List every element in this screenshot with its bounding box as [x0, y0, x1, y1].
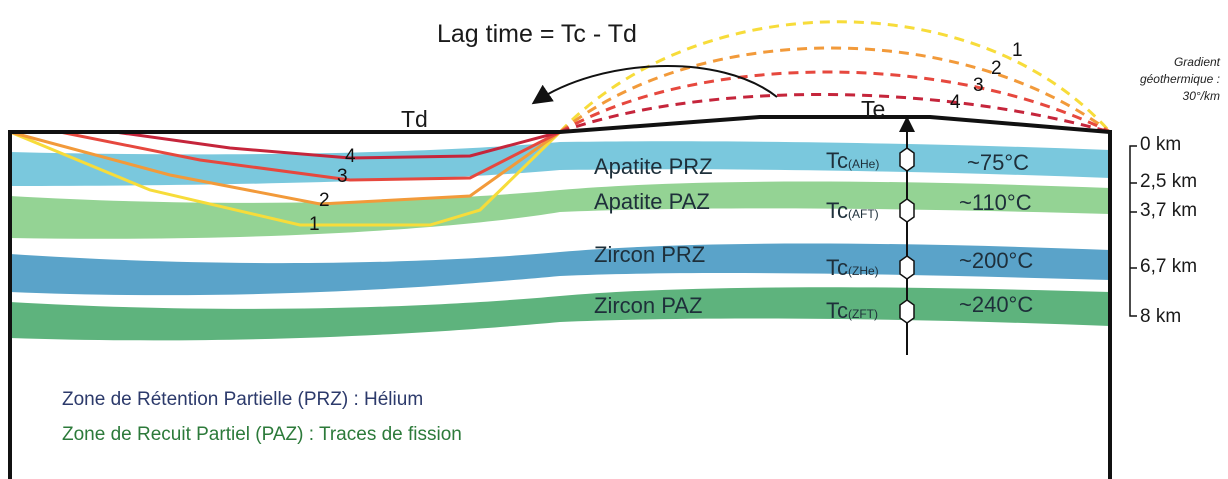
valley-curve-1 — [9, 130, 562, 227]
lag-time-arrow — [531, 64, 778, 105]
dashed-arc-3 — [559, 70, 1111, 134]
band-apatite-prz — [10, 141, 1110, 186]
tc-zhe-label: Tc(ZHe) — [826, 255, 879, 281]
gradient-label: Gradient géothermique : 30°/km — [1112, 54, 1220, 105]
dashed-arc-2 — [559, 46, 1111, 134]
tc-aft-subscript: (AFT) — [848, 207, 879, 221]
tc-ahe-symbol: Tc — [826, 148, 848, 173]
depth-6-7km: 6,7 km — [1140, 256, 1198, 277]
td-label: Td — [401, 106, 428, 132]
tc-zft-symbol: Tc — [826, 298, 848, 323]
band-apatite-paz — [10, 181, 1110, 239]
dashed-arc-3-label: 3 — [973, 75, 984, 96]
valley-curve-2 — [9, 130, 561, 206]
tc-zft-label: Tc(ZFT) — [826, 298, 878, 324]
dashed-arc-4-label: 4 — [950, 92, 961, 113]
dashed-arc-1 — [558, 20, 1112, 134]
valley-curve-4 — [114, 130, 561, 160]
zircon-paz-label: Zircon PAZ — [594, 293, 703, 318]
legend-paz: Zone de Recuit Partiel (PAZ) : Traces de… — [62, 424, 462, 445]
temp-zft: ~240°C — [959, 292, 1034, 317]
depth-3-7km: 3,7 km — [1140, 200, 1198, 221]
lag-time-title: Lag time = Tc - Td — [437, 20, 637, 48]
gradient-line-1: Gradient — [1173, 55, 1220, 69]
zircon-prz-label: Zircon PRZ — [594, 242, 706, 267]
surface-line — [10, 115, 1111, 134]
valley-curve-3 — [59, 130, 561, 182]
tc-ahe-subscript: (AHe) — [848, 157, 880, 171]
band-zircon-paz — [10, 287, 1110, 341]
temp-zhe: ~200°C — [959, 248, 1034, 273]
valley-curve-1-label: 1 — [309, 214, 320, 235]
gradient-line-3: 30°/km — [1182, 89, 1220, 103]
apatite-paz-label: Apatite PAZ — [594, 189, 710, 214]
gradient-line-2: géothermique : — [1139, 72, 1220, 86]
temp-aft: ~110°C — [959, 190, 1032, 215]
dashed-arc-1-label: 1 — [1012, 40, 1023, 61]
dashed-arc-4 — [559, 93, 1111, 134]
hexagon-zhe — [899, 255, 915, 280]
tc-ahe-label: Tc(AHe) — [826, 148, 879, 174]
temp-ahe: ~75°C — [967, 150, 1030, 175]
tc-zft-subscript: (ZFT) — [848, 307, 878, 321]
valley-curve-3-label: 3 — [337, 166, 348, 187]
valley-curve-4-label: 4 — [345, 146, 356, 167]
depth-scale-bracket — [1129, 145, 1137, 317]
band-zircon-prz — [10, 243, 1110, 296]
apatite-prz-label: Apatite PRZ — [594, 154, 713, 179]
legend-prz: Zone de Rétention Partielle (PRZ) : Héli… — [62, 389, 424, 410]
hexagon-aft — [899, 198, 915, 223]
depth-8km: 8 km — [1140, 306, 1182, 327]
te-label: Te — [861, 96, 886, 122]
valley-curve-2-label: 2 — [319, 190, 330, 211]
tc-aft-label: Tc(AFT) — [826, 198, 879, 224]
depth-2-5km: 2,5 km — [1140, 171, 1198, 192]
tc-aft-symbol: Tc — [826, 198, 848, 223]
tc-zhe-subscript: (ZHe) — [848, 264, 879, 278]
hexagon-zft — [899, 299, 915, 324]
hexagon-ahe — [899, 147, 915, 172]
dashed-arc-2-label: 2 — [991, 58, 1002, 79]
exhumation-arrowhead — [899, 116, 915, 132]
depth-0km: 0 km — [1140, 134, 1182, 155]
tc-zhe-symbol: Tc — [826, 255, 848, 280]
